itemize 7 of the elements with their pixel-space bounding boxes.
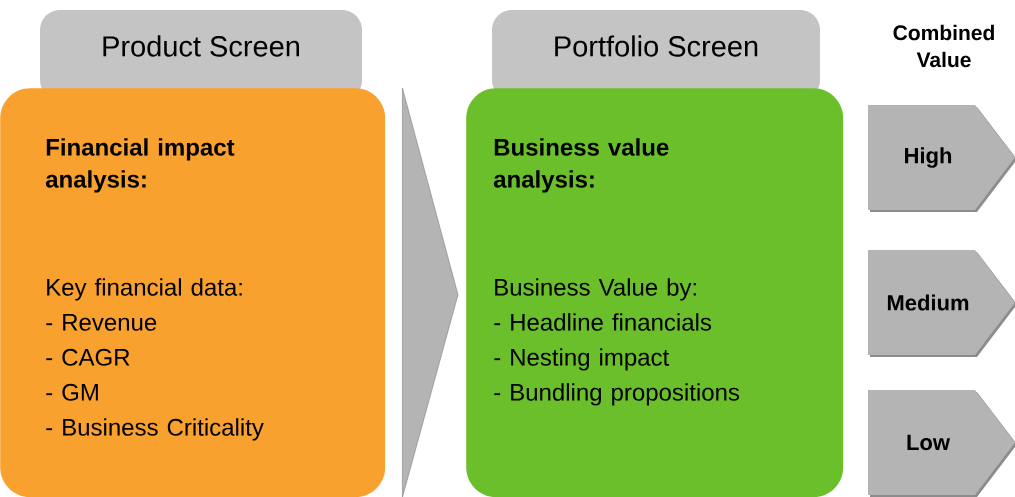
column-heading: Combined Value <box>893 24 994 68</box>
value-box: High <box>868 105 1015 212</box>
content-box: Financial impact analysis: Key financial data: - Revenue - CAGR - GM - Business Criticality <box>0 88 386 497</box>
content-box: Business value analysis: Business Value by: - Headline financials - Nesting impact - Bundling propositions <box>466 88 844 497</box>
chevron-arrow <box>402 87 459 497</box>
value-box: Medium <box>868 250 1015 357</box>
value-box: Low <box>868 390 1015 497</box>
